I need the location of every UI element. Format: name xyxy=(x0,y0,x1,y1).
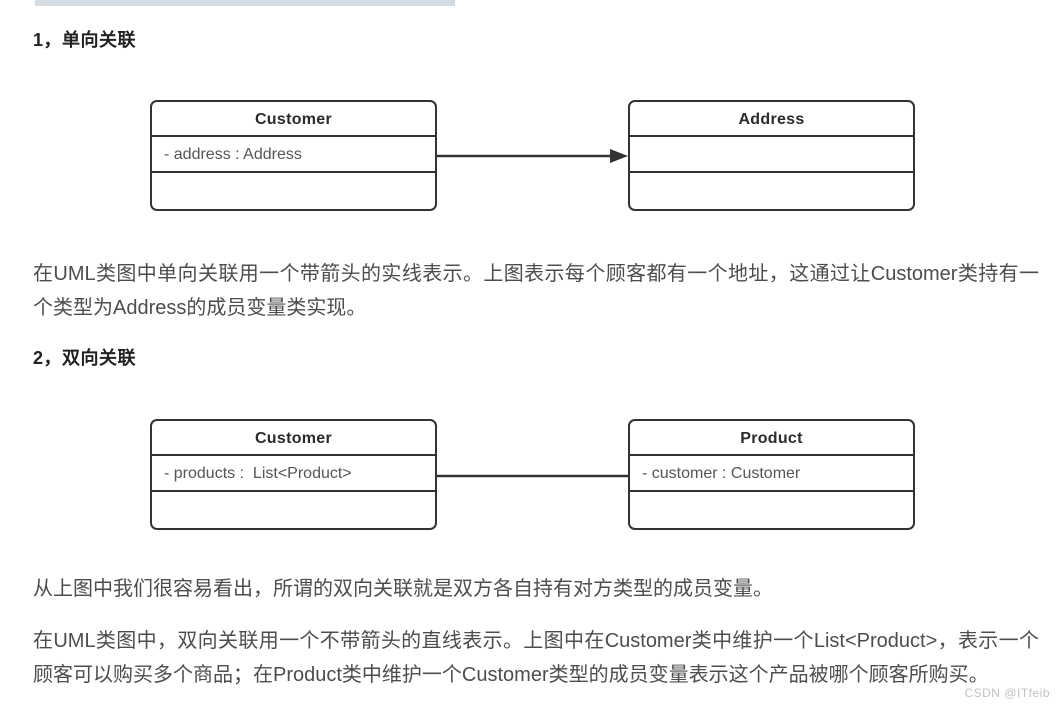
association-arrow xyxy=(437,149,628,163)
uml-class-attribute: - products : List<Product> xyxy=(152,456,435,492)
association-line xyxy=(437,474,628,478)
uml-class-operations xyxy=(152,173,435,204)
uml-class-name: Customer xyxy=(152,102,435,137)
uml-class-customer-2: Customer - products : List<Product> xyxy=(150,419,437,530)
clipped-element-fragment xyxy=(35,0,455,6)
paragraph-bidirectional-desc: 在UML类图中，双向关联用一个不带箭头的直线表示。上图中在Customer类中维… xyxy=(33,630,1039,686)
section-heading-bidirectional: 2，双向关联 xyxy=(33,348,137,368)
uml-class-customer: Customer - address : Address xyxy=(150,100,437,211)
uml-class-operations xyxy=(630,492,913,523)
uml-class-attribute: - address : Address xyxy=(152,137,435,173)
paragraph-bidirectional-observation: 从上图中我们很容易看出，所谓的双向关联就是双方各自持有对方类型的成员变量。 xyxy=(33,578,773,600)
uml-class-attribute: - customer : Customer xyxy=(630,456,913,492)
uml-class-name: Product xyxy=(630,421,913,456)
uml-class-operations xyxy=(152,492,435,523)
section-heading-unidirectional: 1，单向关联 xyxy=(33,30,137,50)
paragraph-unidirectional-desc: 在UML类图中单向关联用一个带箭头的实线表示。上图表示每个顾客都有一个地址，这通… xyxy=(33,263,1039,319)
uml-class-name: Address xyxy=(630,102,913,137)
uml-class-attribute xyxy=(630,137,913,173)
csdn-watermark: CSDN @ITfeib xyxy=(964,686,1050,700)
uml-class-name: Customer xyxy=(152,421,435,456)
uml-class-product: Product - customer : Customer xyxy=(628,419,915,530)
uml-class-address: Address xyxy=(628,100,915,211)
uml-class-operations xyxy=(630,173,913,204)
